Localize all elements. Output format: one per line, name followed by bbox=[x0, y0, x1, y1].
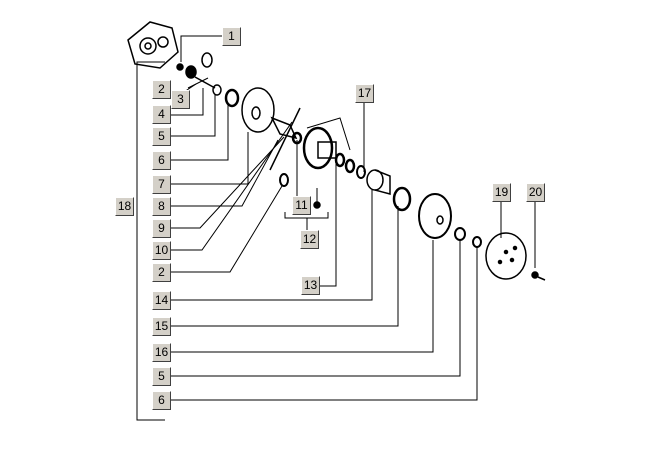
nut-part bbox=[176, 63, 184, 71]
callout-6[interactable]: 6 bbox=[152, 151, 171, 170]
callout-9[interactable]: 9 bbox=[152, 219, 171, 238]
nut3-part bbox=[531, 271, 539, 279]
callout-12[interactable]: 12 bbox=[300, 230, 319, 249]
crankcase-part bbox=[127, 21, 179, 69]
seal-part bbox=[224, 88, 240, 108]
pulley-half-part bbox=[241, 87, 275, 133]
callout-15[interactable]: 15 bbox=[152, 317, 171, 336]
washer2-part bbox=[279, 173, 289, 187]
callout-6-second[interactable]: 6 bbox=[152, 391, 171, 410]
callout-3[interactable]: 3 bbox=[171, 90, 190, 109]
callout-11[interactable]: 11 bbox=[292, 196, 311, 215]
callout-20[interactable]: 20 bbox=[526, 183, 545, 202]
ball-part bbox=[313, 201, 321, 209]
callout-10[interactable]: 10 bbox=[152, 241, 171, 260]
callout-8[interactable]: 8 bbox=[152, 197, 171, 216]
callout-13[interactable]: 13 bbox=[301, 276, 320, 295]
sleeve-part bbox=[317, 141, 337, 159]
shaft-part bbox=[194, 76, 216, 89]
callout-2-second[interactable]: 2 bbox=[152, 263, 171, 282]
pin-part bbox=[269, 107, 301, 171]
callout-17[interactable]: 17 bbox=[355, 84, 374, 103]
bushing-part bbox=[270, 116, 298, 140]
bell-part bbox=[485, 232, 527, 280]
callout-5-second[interactable]: 5 bbox=[152, 367, 171, 386]
callout-1[interactable]: 1 bbox=[222, 27, 241, 46]
clutch-part bbox=[418, 193, 452, 239]
ring-part bbox=[212, 84, 222, 96]
leader-lines bbox=[136, 35, 536, 421]
callout-19[interactable]: 19 bbox=[492, 183, 511, 202]
callout-5[interactable]: 5 bbox=[152, 127, 171, 146]
parts bbox=[127, 21, 546, 281]
nut2-part bbox=[472, 236, 482, 248]
callout-18[interactable]: 18 bbox=[115, 197, 134, 216]
callout-16[interactable]: 16 bbox=[152, 343, 171, 362]
bearing-part bbox=[185, 65, 197, 79]
spring-part bbox=[392, 186, 412, 212]
callout-14[interactable]: 14 bbox=[152, 291, 171, 310]
oring-part bbox=[291, 131, 303, 145]
washer3-part bbox=[454, 227, 466, 241]
callout-4[interactable]: 4 bbox=[152, 105, 171, 124]
driven-pulley-part bbox=[302, 126, 334, 170]
washer-part bbox=[201, 52, 213, 68]
callout-2[interactable]: 2 bbox=[152, 80, 171, 99]
callout-7[interactable]: 7 bbox=[152, 175, 171, 194]
